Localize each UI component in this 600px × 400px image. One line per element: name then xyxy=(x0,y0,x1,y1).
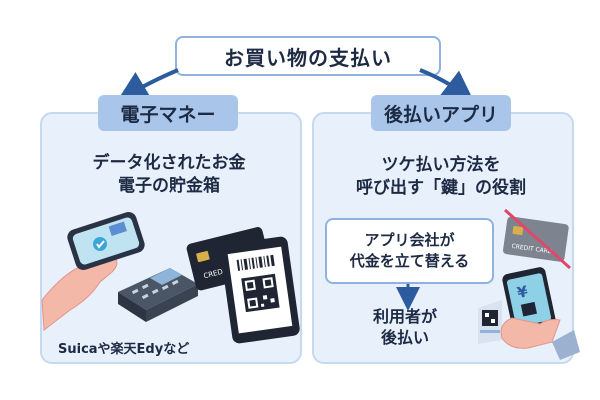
hand-phone-icon xyxy=(41,211,145,331)
headline-line-2: 電子の貯金箱 xyxy=(118,176,220,196)
electronic-money-examples: Suicaや楽天Edyなど xyxy=(58,342,190,357)
box-line-1: アプリ会社が xyxy=(364,231,455,249)
hand-phone-pay-icon: ¥ xyxy=(500,267,580,360)
headline-line-2: 呼び出す「鍵」の役割 xyxy=(356,178,526,198)
result-line-2: 後払い xyxy=(380,328,429,347)
card-reader-icon xyxy=(118,268,198,322)
result-line-1: 利用者が xyxy=(372,307,437,326)
phone-qr-icon xyxy=(220,236,300,344)
deferred-payment-headline: ツケ払い方法を 呼び出す「鍵」の役割 xyxy=(316,154,566,200)
crossed-card-icon: CREDIT CARD xyxy=(503,208,571,270)
svg-text:¥: ¥ xyxy=(515,282,530,302)
arrow-left xyxy=(116,68,179,103)
page-title: お買い物の支払い xyxy=(175,36,441,76)
headline-line-1: ツケ払い方法を xyxy=(381,155,501,175)
deferred-payment-label: 後払いアプリ xyxy=(371,95,511,131)
user-pays-later: 利用者が 後払い xyxy=(340,306,470,348)
arrow-right xyxy=(419,68,475,103)
box-line-2: 代金を立て替える xyxy=(349,252,470,270)
electronic-money-label: 電子マネー xyxy=(98,95,238,131)
qr-stand-icon xyxy=(478,300,502,344)
app-company-box: アプリ会社が 代金を立て替える xyxy=(325,218,494,284)
headline-line-1: データ化されたお金 xyxy=(92,153,246,173)
electronic-money-headline: データ化されたお金 電子の貯金箱 xyxy=(44,152,294,198)
